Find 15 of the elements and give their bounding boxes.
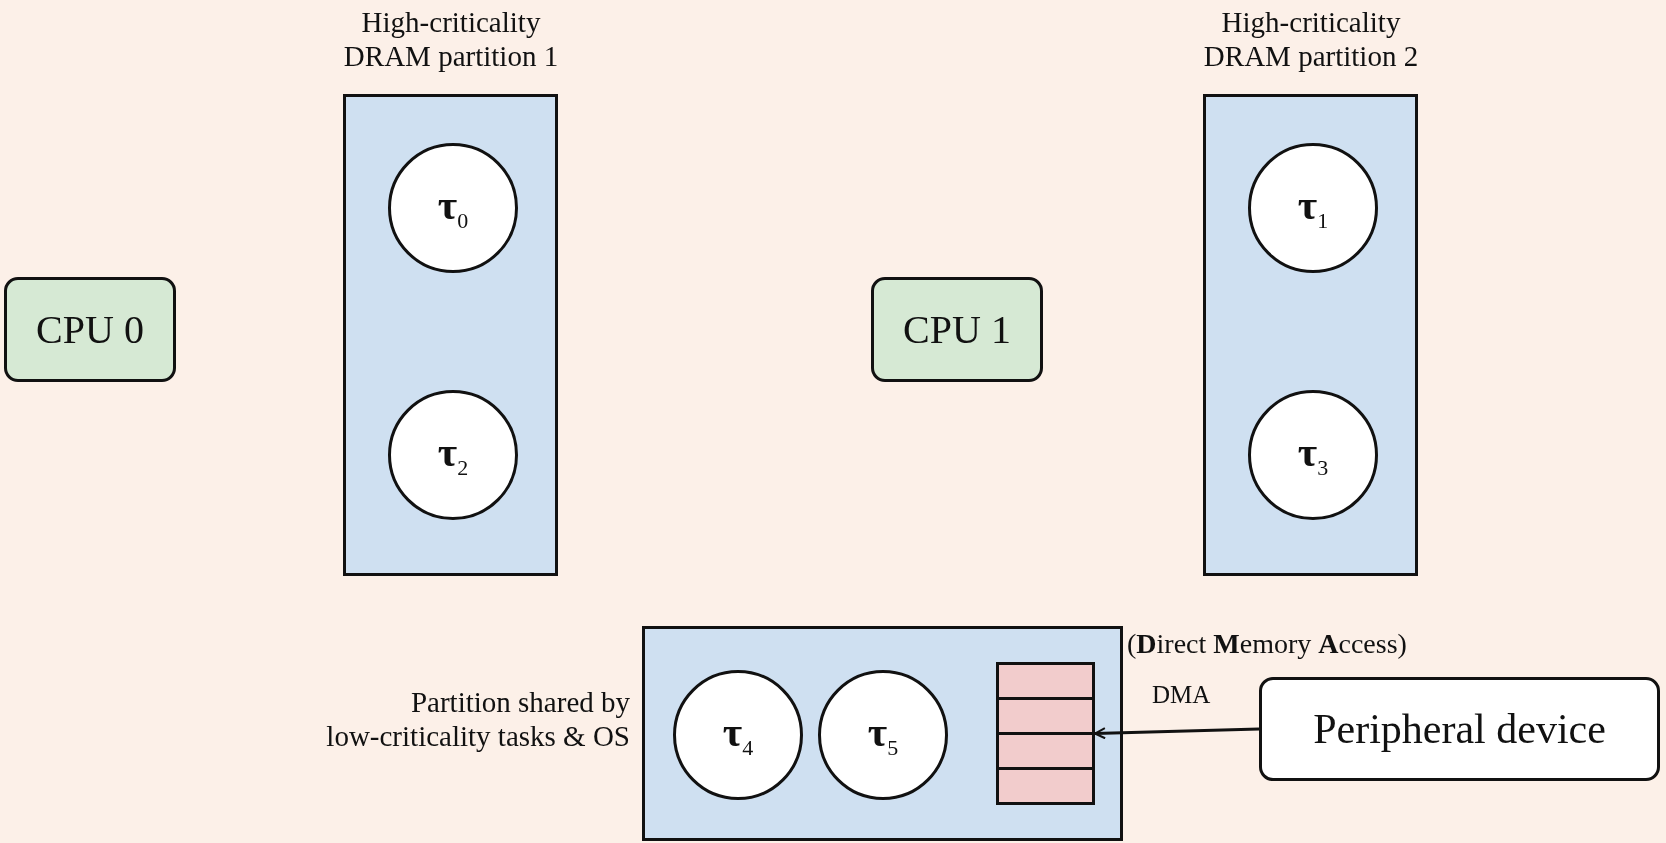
partition-title: High-criticality DRAM partition 2 bbox=[1202, 5, 1420, 73]
task-circle: τ$_{2}$ bbox=[388, 390, 518, 520]
task-circle: τ$_{0}$ bbox=[388, 143, 518, 273]
task-circle: τ$_{1}$ bbox=[1248, 143, 1378, 273]
note-text: (Direct Memory Access) bbox=[1127, 628, 1407, 660]
partition-title: High-criticality DRAM partition 1 bbox=[342, 5, 560, 73]
device-box: CPU 1 bbox=[871, 277, 1043, 382]
partition-title: Partition shared by low-criticality tasks & OS bbox=[325, 685, 630, 753]
buffer-stack bbox=[996, 662, 1095, 805]
task-circle: τ$_{3}$ bbox=[1248, 390, 1378, 520]
arrow bbox=[1094, 727, 1260, 740]
task-circle: τ$_{4}$ bbox=[673, 670, 803, 800]
device-box: CPU 0 bbox=[4, 277, 176, 382]
device-box: Peripheral device bbox=[1259, 677, 1660, 781]
task-circle: τ$_{5}$ bbox=[818, 670, 948, 800]
